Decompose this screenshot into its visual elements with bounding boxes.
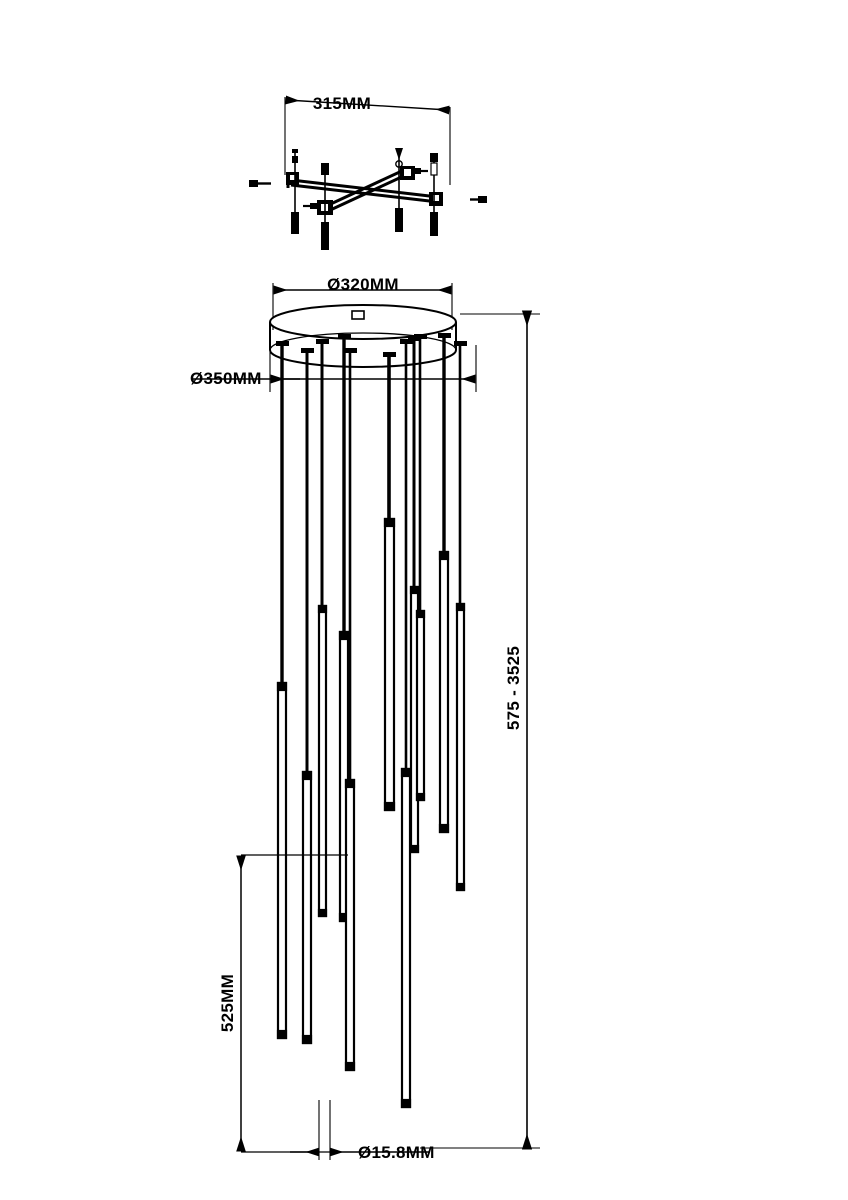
pendant-tube	[383, 517, 396, 812]
pendant-tube	[338, 630, 350, 923]
mounting-bracket-view	[249, 95, 487, 250]
dimension-label-bracket-width: 315MM	[313, 94, 371, 113]
dimension-rod-diameter	[290, 1100, 430, 1160]
dimension-label-rod-length: 525MM	[218, 974, 237, 1032]
dimension-label-canopy-outer-diameter: Ø350MM	[190, 369, 262, 388]
bracket-arms	[286, 168, 439, 214]
dimension-label-canopy-top-diameter: Ø320MM	[327, 275, 399, 294]
pendant-tube	[276, 681, 288, 1040]
dimension-canopy-outer-diameter	[193, 345, 477, 392]
bracket-side-screws	[249, 168, 487, 209]
pendant-tube	[415, 609, 426, 802]
dimension-overall-height	[420, 310, 540, 1150]
pendant-caps	[276, 333, 467, 357]
dimension-label-overall-height: 575 - 3525	[504, 646, 523, 730]
pendant-cables	[280, 337, 462, 780]
pendant-tubes	[276, 517, 466, 1109]
pendant-tube	[438, 550, 450, 834]
pendant-tube	[400, 767, 412, 1109]
pendant-tube	[344, 778, 356, 1072]
pendant-assembly-view	[193, 283, 540, 1160]
pendant-tube	[455, 602, 466, 892]
dimension-bracket-width	[284, 95, 451, 185]
bracket-screws	[291, 148, 438, 250]
mounting-tab	[351, 310, 365, 320]
dimension-label-rod-diameter: Ø15.8MM	[358, 1143, 435, 1162]
pendant-tube	[317, 604, 328, 918]
pendant-tube	[301, 770, 313, 1045]
